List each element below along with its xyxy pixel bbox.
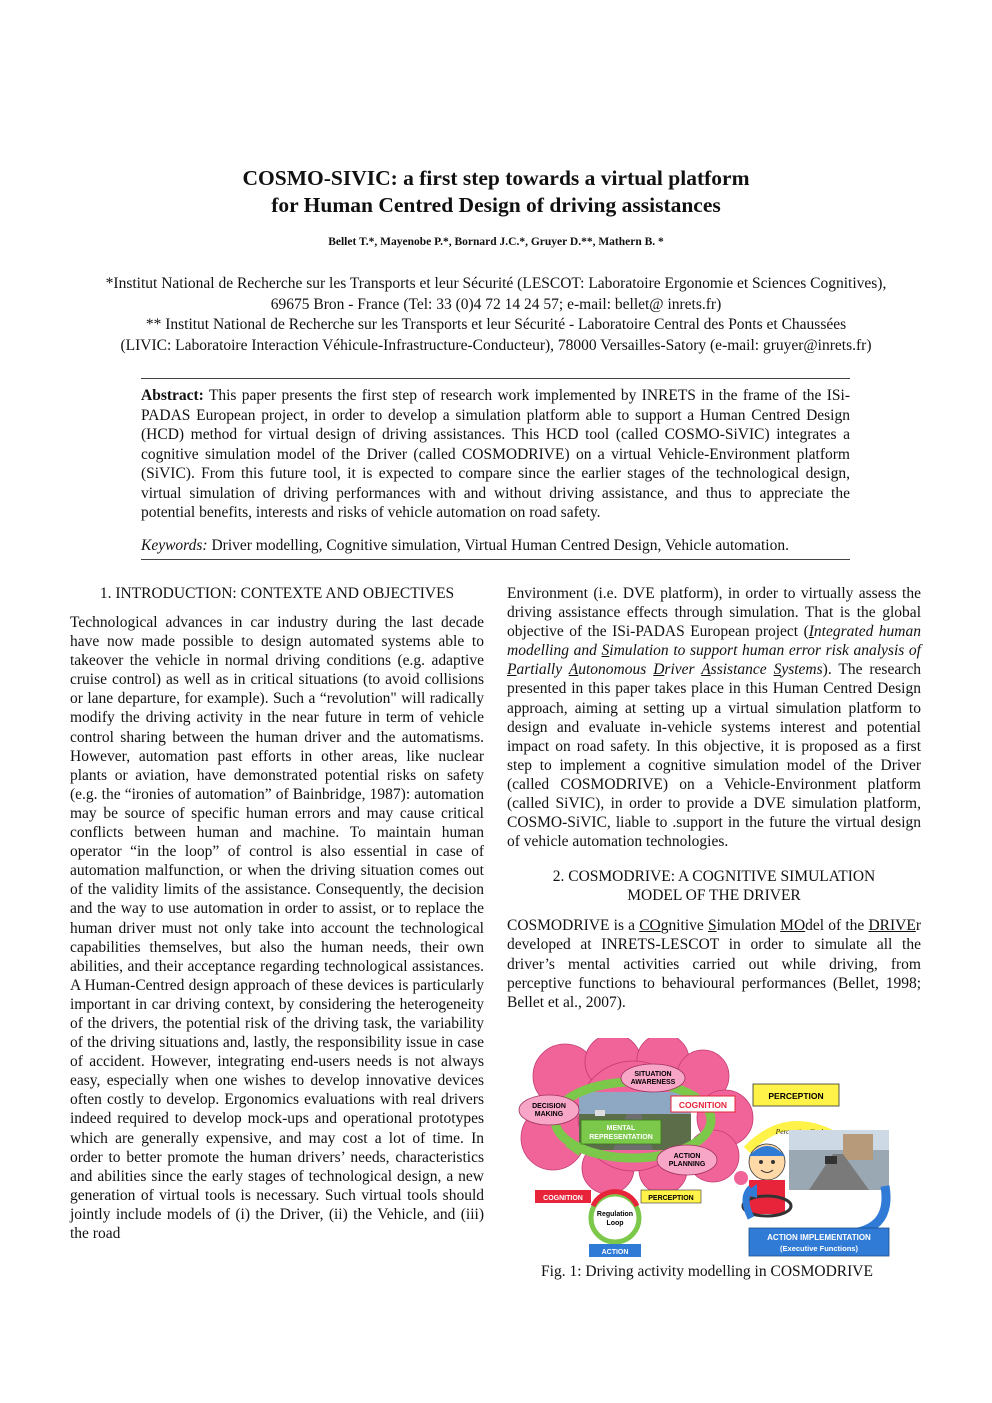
svg-text:SITUATION: SITUATION [634, 1071, 671, 1078]
svg-text:PERCEPTION: PERCEPTION [648, 1195, 694, 1202]
affiliation-line: (LIVIC: Laboratoire Interaction Véhicule… [120, 336, 872, 354]
svg-text:REPRESENTATION: REPRESENTATION [589, 1134, 653, 1141]
action-loop-arrow [838, 1185, 891, 1239]
svg-text:COGNITION: COGNITION [679, 1100, 727, 1110]
decision-making-node [518, 1094, 580, 1126]
perception-small-label [640, 1189, 702, 1204]
title-line-2: for Human Centred Design of driving assi… [271, 193, 721, 217]
cognition-label [670, 1095, 736, 1113]
mental-representation-node [580, 1119, 662, 1145]
affiliation-line: ** Institut National de Recherche sur le… [145, 316, 847, 333]
keywords-label: Keywords: [141, 536, 208, 554]
svg-text:DECISION: DECISION [532, 1103, 566, 1110]
affiliation-line: *Institut National de Recherche sur les … [105, 275, 887, 292]
svg-text:MENTAL: MENTAL [607, 1125, 636, 1132]
svg-text:ACTION: ACTION [674, 1153, 701, 1160]
driver-figure [741, 1143, 793, 1218]
svg-text:COGNITION: COGNITION [543, 1195, 583, 1202]
cognition-small-label [535, 1190, 591, 1203]
section-1-heading: 1. INTRODUCTION: CONTEXTE AND OBJECTIVES [99, 585, 455, 602]
svg-text:MAKING: MAKING [535, 1111, 564, 1118]
abstract-box: Abstract: This paper presents the first … [141, 378, 850, 560]
abstract: Abstract: This paper presents the first … [141, 386, 850, 523]
action-implementation-label [748, 1227, 890, 1257]
situation-awareness-node [620, 1063, 686, 1093]
keywords: Keywords: Driver modelling, Cognitive si… [141, 536, 850, 556]
paper-title: COSMO-SIVIC: a first step towards a virt… [0, 165, 992, 219]
cosmodrive-figure: SITUATION AWARENESS DECISION MAKING MENT… [518, 1038, 891, 1257]
abstract-label: Abstract: [141, 387, 204, 404]
svg-text:AWARENESS: AWARENESS [631, 1079, 676, 1086]
svg-text:PLANNING: PLANNING [669, 1161, 706, 1168]
right-column: Environment (i.e. DVE platform), in orde… [507, 584, 921, 1012]
svg-text:ACTION IMPLEMENTATION: ACTION IMPLEMENTATION [767, 1233, 871, 1242]
section-2-heading: 2. COSMODRIVE: A COGNITIVE SIMULATION MO… [552, 868, 876, 905]
title-line-1: COSMO-SIVIC: a first step towards a virt… [242, 166, 750, 190]
keywords-text: Driver modelling, Cognitive simulation, … [207, 536, 789, 554]
svg-text:(Executive Functions): (Executive Functions) [780, 1244, 858, 1253]
section-1-text: Technological advances in car industry d… [70, 614, 484, 1242]
thought-bubble [734, 1171, 748, 1185]
authors: Bellet T.*, Mayenobe P.*, Bornard J.C.*,… [328, 236, 664, 248]
section-2-text: COSMODRIVE is a COgnitive Simulation MOd… [507, 917, 921, 1011]
abstract-text: This paper presents the first step of re… [141, 387, 850, 521]
figure-caption: Fig. 1: Driving activity modelling in CO… [541, 1263, 873, 1280]
perception-label [752, 1083, 840, 1107]
svg-text:Regulation: Regulation [597, 1211, 633, 1218]
affiliation-line: 69675 Bron - France (Tel: 33 (0)4 72 14 … [270, 295, 722, 313]
right-column-paragraph: Environment (i.e. DVE platform), in orde… [507, 585, 921, 851]
svg-text:Loop: Loop [606, 1220, 623, 1227]
svg-text:PERCEPTION: PERCEPTION [768, 1091, 823, 1101]
action-planning-node [656, 1144, 718, 1176]
left-column: 1. INTRODUCTION: CONTEXTE AND OBJECTIVES… [70, 584, 484, 1243]
affiliations: *Institut National de Recherche sur les … [40, 274, 952, 356]
svg-text:ACTION: ACTION [602, 1249, 629, 1256]
action-small-label [589, 1244, 641, 1257]
